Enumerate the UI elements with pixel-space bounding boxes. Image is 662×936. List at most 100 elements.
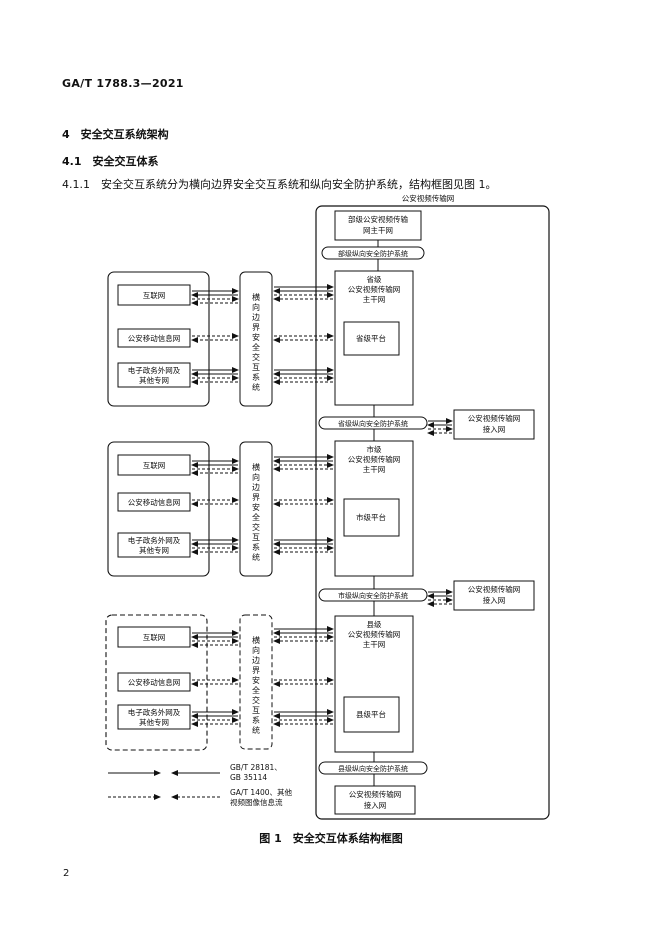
ministry-protect-box (321, 246, 425, 260)
svg-text:全: 全 (252, 342, 260, 352)
svg-text:横: 横 (252, 462, 260, 472)
svg-text:横: 横 (252, 635, 260, 645)
boundary-label-2: 横 向 边 界 安 全 交 互 系 统 (252, 462, 260, 562)
county-platform-box (343, 696, 400, 733)
svg-text:安: 安 (252, 675, 260, 685)
svg-text:交: 交 (252, 522, 260, 532)
page-number: 2 (63, 868, 70, 879)
svg-text:交: 交 (252, 352, 260, 362)
egov-box-1 (117, 362, 191, 388)
svg-text:安: 安 (252, 502, 260, 512)
city-protect-label: 市级纵向安全防护系统 (338, 591, 408, 600)
svg-text:系: 系 (252, 372, 260, 382)
legend-solid-label-1: GB/T 28181、 (230, 763, 282, 772)
svg-text:横: 横 (252, 292, 260, 302)
svg-text:互: 互 (252, 706, 260, 715)
section-heading-4-1: 4.1 安全交互体系 (62, 155, 159, 168)
svg-text:边: 边 (252, 312, 260, 322)
ministry-net-label-1: 部级公安视频传输 (348, 214, 408, 224)
egov-label-2b: 其他专网 (139, 545, 169, 555)
egov-box-2 (117, 532, 191, 558)
province-protect-label: 省级纵向安全防护系统 (338, 419, 408, 428)
province-access-box (453, 409, 535, 440)
paragraph-4-1-1: 4.1.1 安全交互系统分为横向边界安全交互系统和纵向安全防护系统，结构框图见图… (62, 178, 497, 191)
external-networks-group-3 (105, 614, 208, 751)
section-heading-4: 4 安全交互系统架构 (62, 128, 169, 141)
province-platform-box (343, 321, 400, 356)
svg-text:互: 互 (252, 363, 260, 372)
egov-label-1b: 其他专网 (139, 375, 169, 385)
egov-label-3a: 电子政务外网及 (128, 707, 181, 717)
legend-dashed-label-2: 视频图像信息流 (230, 797, 283, 807)
mobile-box-3 (117, 672, 191, 692)
city-access-box (453, 580, 535, 611)
province-platform-label: 省级平台 (356, 333, 386, 343)
egov-box-3 (117, 704, 191, 730)
egov-label-1a: 电子政务外网及 (128, 365, 181, 375)
internet-box-3 (117, 626, 191, 648)
internet-label-2: 互联网 (143, 461, 166, 470)
internet-box-1 (117, 284, 191, 306)
city-net-label-1: 市级 (367, 444, 382, 454)
svg-text:统: 统 (252, 725, 260, 735)
city-platform-label: 市级平台 (356, 512, 386, 522)
county-protect-label: 县级纵向安全防护系统 (338, 764, 408, 773)
standard-number: GA/T 1788.3—2021 (62, 77, 184, 90)
mobile-label-2: 公安移动信息网 (128, 497, 181, 507)
svg-text:统: 统 (252, 382, 260, 392)
svg-text:向: 向 (252, 302, 260, 312)
mobile-label-3: 公安移动信息网 (128, 677, 181, 687)
svg-text:系: 系 (252, 542, 260, 552)
internet-box-2 (117, 454, 191, 476)
county-access-label-1: 公安视频传输网 (349, 789, 402, 799)
boundary-label-1: 横 向 边 界 安 全 交 互 系 统 (252, 292, 260, 392)
province-access-label-2: 接入网 (483, 424, 506, 434)
figure-caption: 图 1 安全交互体系结构框图 (259, 832, 403, 845)
city-net-label-3: 主干网 (363, 464, 386, 474)
province-net-label-2: 公安视频传输网 (348, 284, 401, 294)
video-transmission-network-frame (315, 205, 550, 820)
county-platform-label: 县级平台 (356, 709, 386, 719)
county-access-label-2: 接入网 (364, 800, 387, 810)
svg-text:互: 互 (252, 533, 260, 542)
county-net-label-3: 主干网 (363, 639, 386, 649)
external-networks-group-2 (107, 441, 210, 577)
svg-text:全: 全 (252, 512, 260, 522)
svg-text:界: 界 (252, 323, 260, 332)
external-networks-group-1 (107, 271, 210, 407)
internet-label-3: 互联网 (143, 633, 166, 642)
ministry-net-label-2: 网主干网 (363, 225, 393, 235)
svg-text:向: 向 (252, 472, 260, 482)
svg-text:系: 系 (252, 715, 260, 725)
county-net-label-1: 县级 (367, 619, 382, 629)
internet-label-1: 互联网 (143, 291, 166, 300)
city-platform-box (343, 498, 400, 537)
svg-text:全: 全 (252, 685, 260, 695)
mobile-box-1 (117, 328, 191, 348)
mobile-label-1: 公安移动信息网 (128, 333, 181, 343)
legend-dashed-label-1: GA/T 1400、其他 (230, 787, 293, 797)
province-net-label-3: 主干网 (363, 294, 386, 304)
legend: GB/T 28181、 GB 35114 GA/T 1400、其他 视频图像信息… (108, 763, 293, 807)
boundary-system-box-1 (239, 271, 273, 407)
county-access-box (334, 785, 416, 815)
svg-text:边: 边 (252, 482, 260, 492)
boundary-label-3: 横 向 边 界 安 全 交 互 系 统 (252, 635, 260, 735)
county-net-label-2: 公安视频传输网 (348, 629, 401, 639)
city-access-label-1: 公安视频传输网 (468, 584, 521, 594)
svg-text:交: 交 (252, 695, 260, 705)
svg-text:界: 界 (252, 666, 260, 675)
svg-text:统: 统 (252, 552, 260, 562)
county-protect-box (318, 761, 428, 775)
svg-text:界: 界 (252, 493, 260, 502)
egov-label-2a: 电子政务外网及 (128, 535, 181, 545)
outer-title: 公安视频传输网 (402, 193, 455, 203)
boundary-system-box-2 (239, 441, 273, 577)
boundary-system-box-3 (239, 614, 273, 750)
province-access-label-1: 公安视频传输网 (468, 413, 521, 423)
mobile-box-2 (117, 492, 191, 512)
city-access-label-2: 接入网 (483, 595, 506, 605)
province-net-label-1: 省级 (367, 274, 382, 284)
svg-text:安: 安 (252, 332, 260, 342)
